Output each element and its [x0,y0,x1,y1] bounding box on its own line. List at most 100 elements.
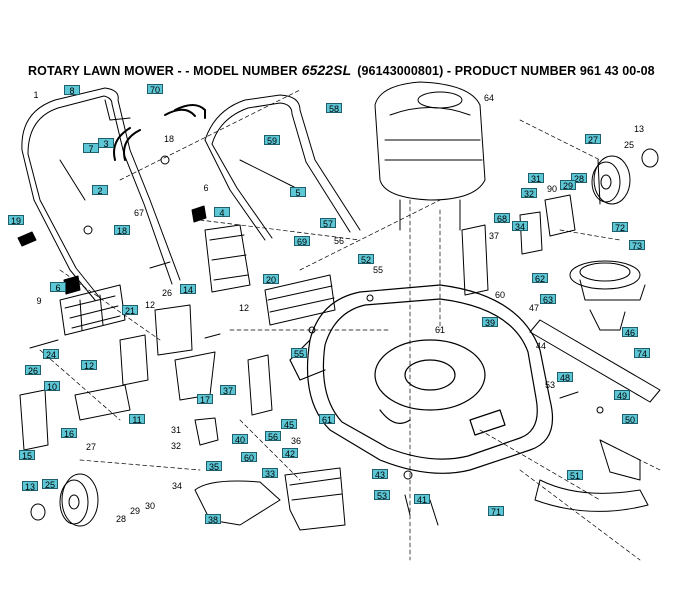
part-callout: 62 [532,273,549,284]
hubcap-left [30,503,46,521]
part-callout: 34 [172,481,183,491]
part-callout: 67 [134,208,145,218]
part-callout: 61 [435,325,446,335]
part-callout: 41 [414,494,431,505]
part-callout: 69 [294,236,311,247]
part-callout: 40 [232,434,249,445]
part-callout: 13 [634,124,645,134]
part-callout: 52 [358,254,375,265]
part-callout: 21 [122,305,139,316]
mulch-plug [284,467,346,531]
part-callout: 30 [145,501,156,511]
part-callout: 72 [612,222,629,233]
part-callout: 29 [130,506,141,516]
part-callout: 60 [495,290,506,300]
part-callout: 36 [291,436,302,446]
part-callout: 26 [25,365,42,376]
part-callout: 12 [145,300,156,310]
part-callout: 4 [214,207,230,218]
part-callout: 1 [33,90,39,100]
skid-plate [534,439,649,512]
part-callout: 55 [373,265,384,275]
part-callout: 25 [624,140,635,150]
part-callout: 38 [205,514,222,525]
part-callout: 10 [44,381,61,392]
part-callout: 18 [114,225,131,236]
part-callout: 32 [171,441,182,451]
hardware-fasteners [29,155,604,526]
part-callout: 15 [19,450,36,461]
rear-flap [19,389,49,451]
part-callout: 44 [536,341,547,351]
front-wheel-left [59,473,99,527]
rear-wheel-right [591,155,631,205]
part-callout: 27 [86,442,97,452]
part-callout: 12 [81,360,98,371]
part-callout: 35 [206,461,223,472]
part-callout: 63 [540,294,557,305]
part-callout: 70 [147,84,164,95]
part-callout: 11 [129,414,145,425]
part-callout: 9 [36,296,42,306]
part-callout: 53 [545,380,556,390]
part-callout: 28 [571,173,588,184]
part-callout: 33 [262,468,279,479]
part-callout: 37 [220,385,237,396]
part-callout: 37 [489,231,500,241]
cutting-blade [529,319,661,403]
part-callout: 17 [197,394,214,405]
part-callout: 2 [92,185,108,196]
part-callout: 32 [521,188,538,199]
part-callout: 51 [567,470,584,481]
part-callout: 56 [334,236,345,246]
part-callout: 60 [241,452,258,463]
part-callout: 28 [116,514,127,524]
part-callout: 31 [528,173,545,184]
title-prefix: ROTARY LAWN MOWER - - MODEL NUMBER [28,64,298,78]
part-callout: 73 [629,240,646,251]
part-callout: 90 [547,184,558,194]
side-brackets [461,194,576,296]
rear-baffle [264,274,336,326]
part-callout: 47 [529,303,540,313]
part-callout: 56 [265,431,282,442]
part-callout: 50 [622,414,639,425]
part-callout: 19 [8,215,25,226]
part-callout: 18 [164,134,175,144]
throttle-cable [113,104,206,161]
part-callout: 12 [239,303,250,313]
part-callout: 48 [557,372,574,383]
mower-deck [289,284,554,474]
grass-bag-frame [59,284,126,336]
grass-bag-insert [204,224,251,293]
part-callout: 49 [614,390,631,401]
part-callout: 58 [326,103,343,114]
part-callout: 6 [203,183,209,193]
blade-adapter [569,260,646,331]
part-callout: 64 [484,93,495,103]
part-callout: 14 [180,284,197,295]
part-callout: 59 [264,135,281,146]
part-callout: 42 [282,448,299,459]
part-callout: 5 [290,187,306,198]
wheel-adjuster-lever [194,354,273,446]
part-callout: 27 [585,134,602,145]
part-callout: 16 [61,428,78,439]
part-callout: 29 [560,180,577,191]
upper-handle-left [21,87,181,301]
engine [374,81,486,231]
part-callout: 8 [64,85,80,96]
part-callout: 6 [50,282,66,293]
part-callout: 26 [162,288,173,298]
part-callout: 74 [634,348,651,359]
part-callout: 34 [512,221,529,232]
part-callout: 13 [22,481,39,492]
part-callout: 43 [372,469,389,480]
part-callout: 31 [171,425,182,435]
part-callout: 55 [291,348,308,359]
part-callout: 45 [281,419,298,430]
part-callout: 3 [98,138,114,149]
part-callout: 39 [482,317,499,328]
